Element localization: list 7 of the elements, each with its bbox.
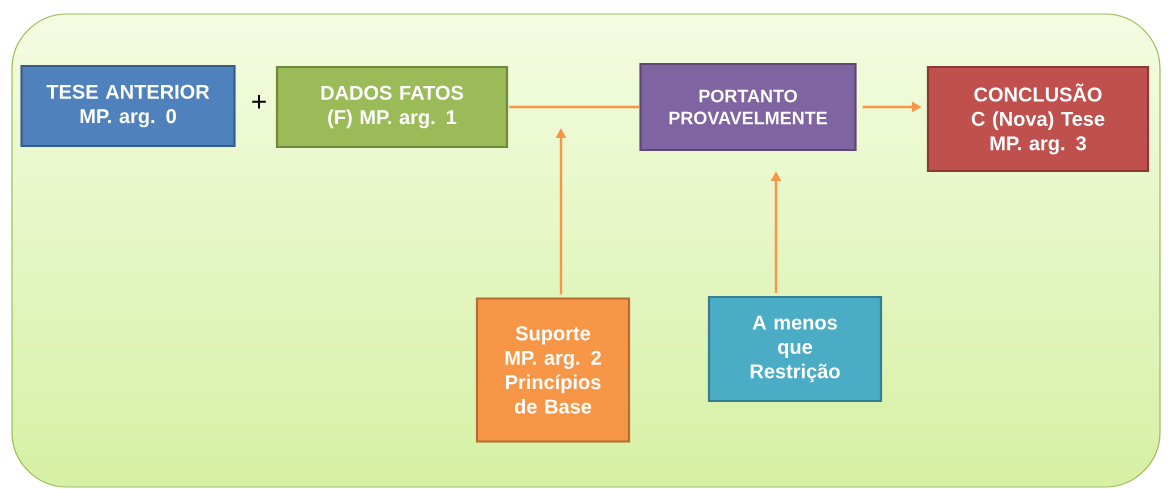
plus-sign: +: [252, 94, 266, 109]
text-box: Suporte MP. arg. 2 Princípios de Base: [475, 297, 631, 443]
text-box: TESE ANTERIOR MP. arg. 0: [20, 64, 236, 148]
text-box: DADOS FATOS (F) MP. arg. 1: [275, 65, 509, 149]
text-box: PORTANTO PROVAVELMENTE: [639, 62, 857, 152]
text-box: A menos que Restrição: [707, 295, 883, 403]
text-box: CONCLUSÃO C (Nova) Tese MP. arg. 3: [926, 65, 1150, 173]
